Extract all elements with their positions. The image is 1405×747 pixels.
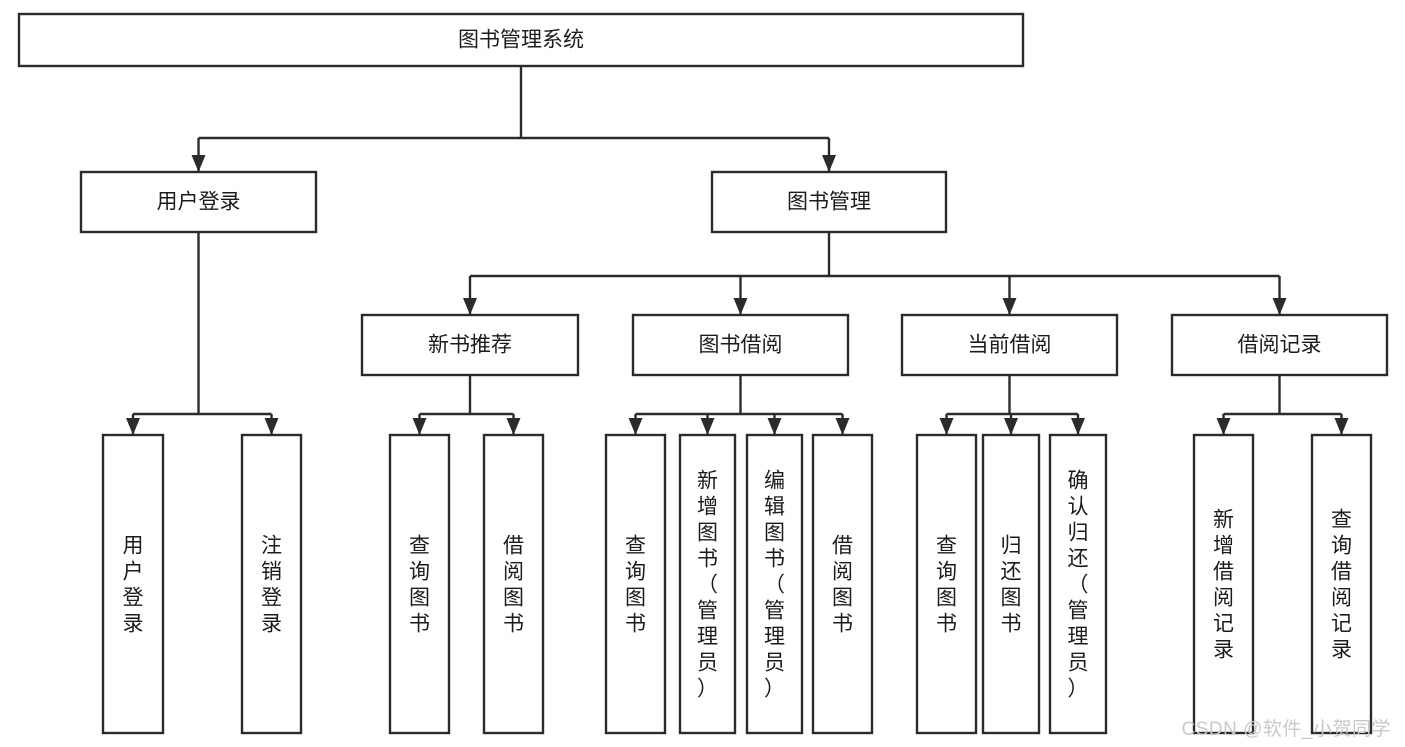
node-box <box>1170 313 1389 377</box>
node-label: 图书借阅 <box>699 334 783 357</box>
arrow-head-icon <box>506 418 521 435</box>
node-label: 编辑图书（管理员） <box>764 469 785 700</box>
arrow-head-icon <box>628 418 643 435</box>
node-box <box>17 12 1025 68</box>
arrow-head-icon <box>835 418 850 435</box>
node-box <box>811 433 874 735</box>
node-leaf-borrow-book-2[interactable]: 借阅图书 <box>811 433 874 735</box>
node-label: 查询图书 <box>936 534 957 635</box>
arrow-head-icon <box>1071 418 1085 435</box>
node-label: 图书管理 <box>787 191 871 214</box>
node-box <box>388 433 451 735</box>
node-book-borrow[interactable]: 图书借阅 <box>631 313 850 377</box>
node-book-management[interactable]: 图书管理 <box>710 170 948 234</box>
node-box <box>482 433 545 735</box>
node-label: 查询借阅记录 <box>1331 508 1352 661</box>
node-box <box>101 433 165 735</box>
arrow-head-icon <box>412 418 427 435</box>
arrow-head-icon <box>126 418 140 435</box>
node-leaf-add-book-admin[interactable]: 新增图书（管理员） <box>678 433 737 735</box>
arrow-head-icon <box>1334 418 1349 435</box>
node-box <box>900 313 1119 377</box>
node-box <box>745 433 804 735</box>
node-label: 用户登录 <box>123 534 144 635</box>
node-leaf-query-borrow-record[interactable]: 查询借阅记录 <box>1310 433 1373 735</box>
arrow-head-icon <box>1216 418 1231 435</box>
node-label: 归还图书 <box>1001 534 1022 635</box>
arrow-head-icon <box>1004 418 1018 435</box>
node-label: 借阅记录 <box>1238 334 1322 357</box>
node-leaf-query-book-2[interactable]: 查询图书 <box>604 433 667 735</box>
node-label: 确认归还（管理员） <box>1068 469 1089 700</box>
node-box <box>240 433 303 735</box>
arrow-head-icon <box>463 298 477 315</box>
arrow-head-icon <box>1272 298 1287 315</box>
node-leaf-query-book-3[interactable]: 查询图书 <box>915 433 978 735</box>
node-label: 图书管理系统 <box>458 29 584 52</box>
arrow-head-icon <box>939 418 954 435</box>
node-label: 新增借阅记录 <box>1213 508 1234 661</box>
node-label: 新书推荐 <box>428 334 512 357</box>
node-box <box>915 433 978 735</box>
node-new-book-recommend[interactable]: 新书推荐 <box>360 313 580 377</box>
node-box <box>631 313 850 377</box>
arrow-head-icon <box>264 418 279 435</box>
node-leaf-user-login[interactable]: 用户登录 <box>101 433 165 735</box>
node-label: 查询图书 <box>409 534 430 635</box>
node-leaf-logout-login[interactable]: 注销登录 <box>240 433 303 735</box>
node-box <box>1048 433 1108 735</box>
node-leaf-edit-book-admin[interactable]: 编辑图书（管理员） <box>745 433 804 735</box>
node-label: 新增图书（管理员） <box>697 469 718 700</box>
node-leaf-add-borrow-record[interactable]: 新增借阅记录 <box>1192 433 1255 735</box>
node-box <box>604 433 667 735</box>
node-root[interactable]: 图书管理系统 <box>17 12 1025 68</box>
node-leaf-query-book-1[interactable]: 查询图书 <box>388 433 451 735</box>
node-leaf-confirm-return-admin[interactable]: 确认归还（管理员） <box>1048 433 1108 735</box>
node-borrow-record[interactable]: 借阅记录 <box>1170 313 1389 377</box>
node-box <box>710 170 948 234</box>
node-box <box>981 433 1041 735</box>
arrow-head-icon <box>767 418 782 435</box>
arrow-head-icon <box>822 155 836 172</box>
node-leaf-borrow-book-1[interactable]: 借阅图书 <box>482 433 545 735</box>
arrow-head-icon <box>191 155 206 172</box>
node-box <box>1310 433 1373 735</box>
node-label: 借阅图书 <box>503 534 524 635</box>
node-box <box>360 313 580 377</box>
arrow-head-icon <box>733 298 748 315</box>
node-label: 注销登录 <box>261 534 282 635</box>
node-label: 借阅图书 <box>832 534 853 635</box>
node-box <box>79 170 318 234</box>
node-box <box>1192 433 1255 735</box>
node-label: 当前借阅 <box>968 334 1052 357</box>
arrow-head-icon <box>1002 298 1017 315</box>
node-leaf-return-book[interactable]: 归还图书 <box>981 433 1041 735</box>
arrow-head-icon <box>700 418 715 435</box>
node-user-login[interactable]: 用户登录 <box>79 170 318 234</box>
node-label: 用户登录 <box>157 191 241 214</box>
watermark: CSDN @软件_小贺同学 <box>1181 719 1391 740</box>
node-label: 查询图书 <box>625 534 646 635</box>
node-box <box>678 433 737 735</box>
node-current-borrow[interactable]: 当前借阅 <box>900 313 1119 377</box>
